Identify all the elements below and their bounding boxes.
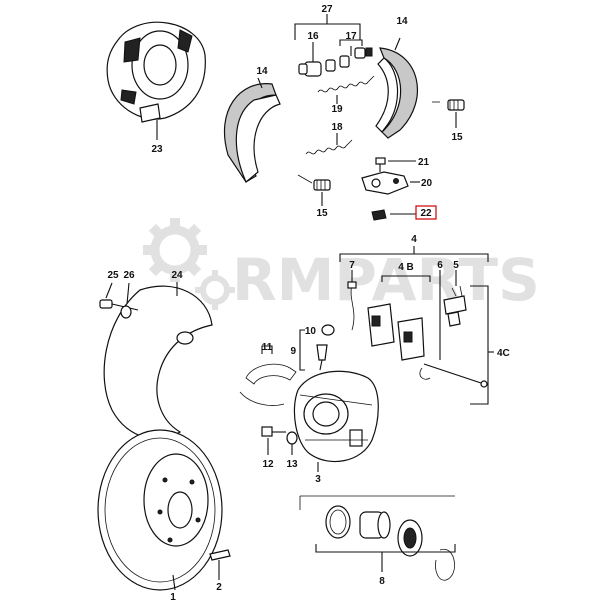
part-24-dust-shield xyxy=(103,282,213,440)
label-8: 8 xyxy=(379,576,385,587)
label-1: 1 xyxy=(170,592,176,600)
part-18-spring xyxy=(305,133,353,155)
label-20: 20 xyxy=(421,178,433,189)
label-12: 12 xyxy=(262,459,274,470)
part-20-adjuster xyxy=(361,171,420,195)
label-4b: 4 B xyxy=(398,262,414,273)
watermark-logo: RMPARTS xyxy=(143,218,540,314)
label-25: 25 xyxy=(107,270,119,281)
part-2-screw xyxy=(209,549,231,580)
part-7-sensor-wire xyxy=(347,270,357,331)
label-27: 27 xyxy=(321,4,333,15)
part-8-piston-seal-kit xyxy=(299,495,456,581)
part-9-bleeder-valve xyxy=(299,329,328,371)
part-labels: 1 2 3 4 4 B 4C 5 6 7 8 9 10 11 12 13 14 … xyxy=(107,4,510,603)
part-26-washer xyxy=(120,282,132,319)
part-15-spring-right xyxy=(432,99,465,128)
highlight-box-22 xyxy=(415,205,437,220)
gear-icon-small xyxy=(195,270,235,310)
label-11: 11 xyxy=(262,342,273,353)
label-4c: 4C xyxy=(497,348,510,359)
label-9: 9 xyxy=(290,346,296,357)
label-14-left: 14 xyxy=(256,66,268,77)
part-19-spring xyxy=(317,75,375,104)
part-4b-brake-pads xyxy=(367,303,425,361)
part-23-backing-plate xyxy=(106,21,206,140)
part-12-bolt xyxy=(261,426,286,455)
label-19: 19 xyxy=(331,104,343,115)
part-14-brake-shoe-right xyxy=(375,37,418,139)
part-17-cylinder-kit xyxy=(325,46,373,72)
part-1-brake-disc xyxy=(97,429,223,591)
part-25-bolt xyxy=(99,282,139,311)
label-16: 16 xyxy=(307,31,319,42)
label-13: 13 xyxy=(286,459,298,470)
part-6-pin xyxy=(419,270,488,388)
label-3: 3 xyxy=(315,474,321,485)
part-11-spring-clip xyxy=(239,345,297,406)
label-18: 18 xyxy=(331,122,343,133)
label-4: 4 xyxy=(411,234,417,245)
label-23: 23 xyxy=(151,144,163,155)
part-5-spreader-spring xyxy=(443,270,467,327)
label-10: 10 xyxy=(305,326,317,337)
part-15-spring-lower xyxy=(297,174,331,206)
label-21: 21 xyxy=(418,157,430,168)
part-13-washer xyxy=(286,431,298,455)
label-6: 6 xyxy=(437,260,443,271)
part-21-bolt xyxy=(375,157,416,172)
part-16-wheel-cylinder xyxy=(298,42,322,77)
label-24: 24 xyxy=(171,270,183,281)
label-26: 26 xyxy=(123,270,135,281)
label-2: 2 xyxy=(216,582,222,593)
part-10-bleeder-cap xyxy=(321,324,335,336)
watermark-text: RMPARTS xyxy=(232,246,540,314)
part-14-brake-shoe-left xyxy=(223,77,281,183)
label-17: 17 xyxy=(345,31,357,42)
label-15-lower: 15 xyxy=(316,208,328,219)
label-22: 22 xyxy=(420,208,432,219)
gear-icon xyxy=(143,218,207,282)
label-14-right: 14 xyxy=(396,16,408,27)
part-22-clip xyxy=(371,209,416,221)
label-7: 7 xyxy=(349,260,355,271)
part-3-caliper xyxy=(293,370,379,472)
group-4-bracket xyxy=(339,246,494,405)
label-5: 5 xyxy=(453,260,459,271)
label-15-right: 15 xyxy=(451,132,463,143)
bracket-27 xyxy=(294,14,363,46)
